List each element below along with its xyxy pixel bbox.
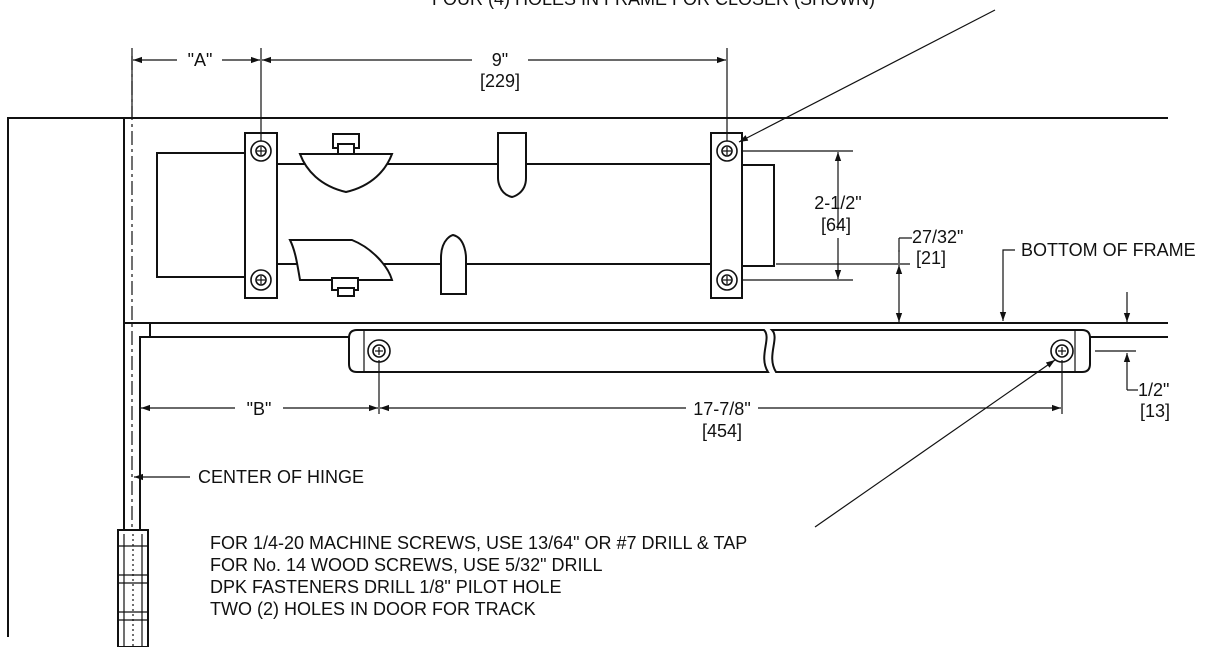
frame-hole-3	[716, 140, 738, 162]
note-line-1: FOR 1/4-20 MACHINE SCREWS, USE 13/64" OR…	[210, 533, 747, 553]
dim-a-label: "A"	[188, 50, 213, 70]
dimension-b: "B"	[141, 360, 1063, 419]
dimension-9: 9" [229]	[262, 48, 728, 141]
track	[348, 329, 1091, 373]
door-hole-1	[367, 339, 391, 363]
dimension-27-32: 27/32" [21]	[776, 227, 963, 322]
note-line-2: FOR No. 14 WOOD SCREWS, USE 5/32" DRILL	[210, 555, 602, 575]
frame-hole-1	[250, 140, 272, 162]
frame-hole-4	[716, 269, 738, 291]
frame-holes-leader	[738, 9, 996, 143]
drilling-notes: FOR 1/4-20 MACHINE SCREWS, USE 13/64" OR…	[210, 533, 747, 619]
note-line-4: TWO (2) HOLES IN DOOR FOR TRACK	[210, 599, 536, 619]
left-mounting-plate	[244, 132, 278, 299]
hinge	[117, 529, 149, 647]
dim-17-7-8-mm-label: [454]	[702, 421, 742, 441]
closer-body	[156, 132, 775, 297]
dim-27-32-label: 27/32"	[912, 227, 963, 247]
dimension-a: "A"	[131, 48, 262, 141]
dim-27-32-mm-label: [21]	[916, 248, 946, 268]
dim-17-7-8-label: 17-7/8"	[693, 399, 750, 419]
note-line-3: DPK FASTENERS DRILL 1/8" PILOT HOLE	[210, 577, 562, 597]
bottom-of-frame-label: BOTTOM OF FRAME	[1021, 240, 1196, 260]
door-hole-2	[1050, 339, 1074, 363]
dimension-2-1-2: 2-1/2" [64]	[741, 150, 862, 281]
dimension-17-7-8: 17-7/8" [454]	[380, 399, 1061, 441]
dim-b-label: "B"	[247, 399, 272, 419]
dim-1-2-label: 1/2"	[1138, 380, 1169, 400]
dim-9-label: 9"	[492, 50, 508, 70]
dim-2-1-2-label: 2-1/2"	[814, 193, 861, 213]
door-holes-leader	[814, 359, 1056, 528]
frame-holes-callout: FOUR (4) HOLES IN FRAME FOR CLOSER (SHOW…	[432, 0, 875, 9]
dim-9-mm-label: [229]	[480, 71, 520, 91]
dim-1-2-mm-label: [13]	[1140, 401, 1170, 421]
dimension-1-2: 1/2" [13]	[1095, 292, 1170, 421]
right-mounting-plate	[710, 132, 743, 299]
center-of-hinge-callout: CENTER OF HINGE	[134, 467, 364, 487]
dim-2-1-2-mm-label: [64]	[821, 215, 851, 235]
center-of-hinge-label: CENTER OF HINGE	[198, 467, 364, 487]
frame-hole-2	[250, 269, 272, 291]
bottom-of-frame-callout: BOTTOM OF FRAME	[999, 240, 1196, 321]
